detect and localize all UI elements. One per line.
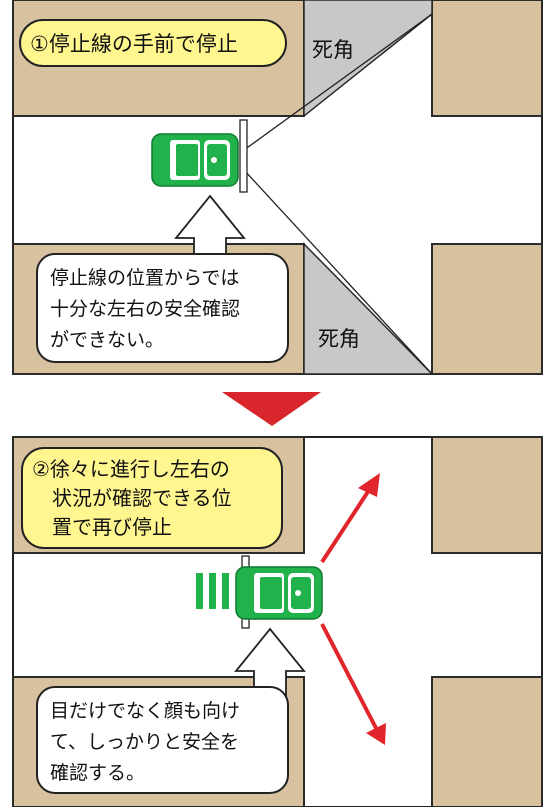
sight-arrow-left-head xyxy=(358,473,380,497)
building-bottom-right-2 xyxy=(431,676,543,807)
blind-spot-bottom xyxy=(303,242,434,375)
car-1-mirror xyxy=(211,157,217,163)
motion-mark-2 xyxy=(209,573,216,609)
step-2-callout xyxy=(21,447,283,549)
building-top-right-2 xyxy=(431,436,543,554)
sight-arrow-right-head xyxy=(366,723,386,745)
motion-mark-1 xyxy=(196,573,203,609)
blind-spot-top-label: 死角 xyxy=(312,38,354,62)
building-bottom-right xyxy=(431,243,543,375)
motion-mark-3 xyxy=(222,573,229,609)
car-2-mirror xyxy=(295,590,301,596)
panel-2: ②徐々に進行し左右の 状況が確認できる位 置で再び停止 目だけでなく顔も向け て… xyxy=(12,436,543,807)
note-2-line-3: 確認する。 xyxy=(50,762,145,784)
car-2 xyxy=(235,566,323,620)
car-1 xyxy=(151,133,239,187)
step-1-label: ①停止線の手前で停止 xyxy=(30,32,238,56)
down-arrow xyxy=(222,392,321,426)
stop-line-1 xyxy=(239,119,248,193)
step-2-line-1: ②徐々に進行し左右の xyxy=(32,457,230,481)
sight-arrow-right-shaft xyxy=(320,623,379,731)
note-2-callout xyxy=(36,686,289,794)
step-2-line-2: 状況が確認できる位 xyxy=(52,486,232,510)
note-1-line-3: ができない。 xyxy=(50,329,164,351)
step-2-line-3: 置で再び停止 xyxy=(52,515,172,539)
car-2-roof xyxy=(260,577,282,609)
note-1-line-2: 十分な左右の安全確認 xyxy=(50,298,240,320)
note-2-line-2: て、しっかりと安全を xyxy=(50,731,239,753)
car-1-roof xyxy=(176,144,198,176)
step-1-callout xyxy=(19,19,287,67)
sight-line-lower xyxy=(243,169,433,375)
sight-line-upper xyxy=(243,13,433,151)
sight-arrow-left-shaft xyxy=(320,482,375,564)
note-2-line-1: 目だけでなく顔も向け xyxy=(50,700,240,722)
note-1-callout xyxy=(36,253,289,363)
panel-1: 死角 死角 ①停止線の手前で停止 停止線の位置からでは 十分な左右の安全確認 が… xyxy=(12,0,543,375)
note-1-line-1: 停止線の位置からでは xyxy=(50,267,239,289)
building-top-right xyxy=(431,0,543,117)
blind-spot-bottom-label: 死角 xyxy=(318,327,360,351)
